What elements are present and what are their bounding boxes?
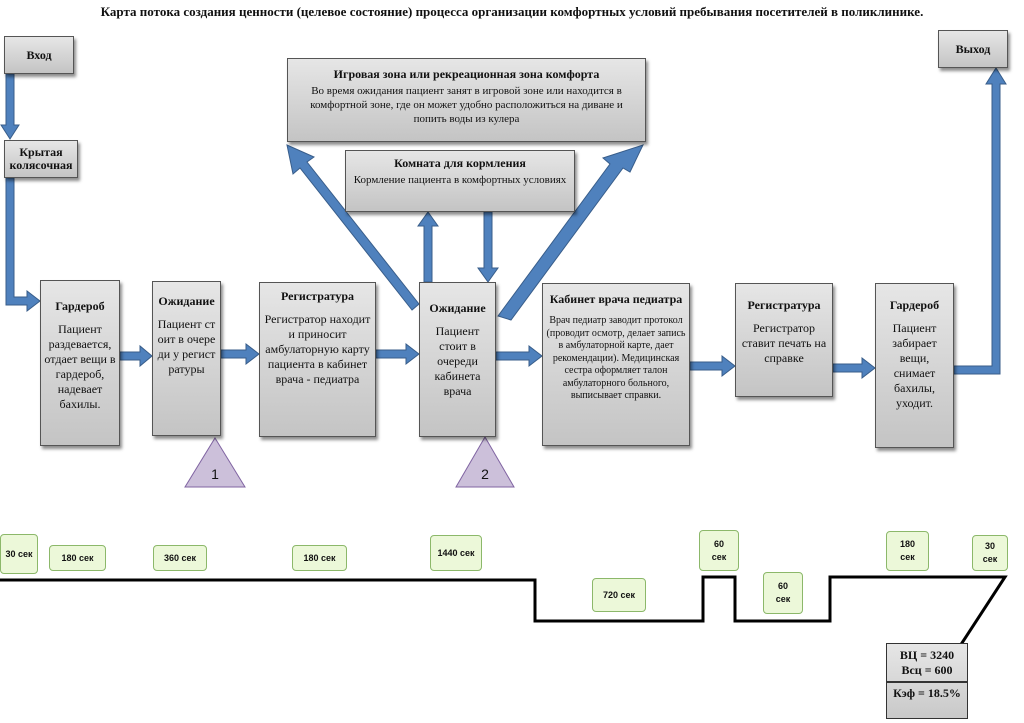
exit-box[interactable]: Выход xyxy=(938,30,1008,68)
step-3-text: Регистратор находит и приносит амбулатор… xyxy=(264,312,371,386)
kpi-box: ВЦ = 3240 Всц = 600 Кэф = 18.5% xyxy=(886,643,968,719)
inventory-triangle-2 xyxy=(455,436,515,488)
step-1-cloakroom[interactable]: Гардероб Пациент раздевается, отдает вещ… xyxy=(40,280,120,446)
step-1-title: Гардероб xyxy=(55,299,105,313)
step-3-title: Регистратура xyxy=(280,289,354,303)
kpi-vsc: Всц = 600 xyxy=(901,663,953,677)
arrow-to-exit xyxy=(953,67,1007,375)
arrow-diag-left-to-play-zone xyxy=(286,144,420,311)
step-7-cloakroom[interactable]: Гардероб Пациент забирает вещи, снимает … xyxy=(875,283,954,448)
step-6-title: Регистратура xyxy=(747,298,821,312)
flow-arrows xyxy=(0,67,1007,380)
arrow-step-2-3 xyxy=(220,342,260,366)
arrow-diag-right-to-play-zone xyxy=(497,144,644,321)
feeding-room-text: Кормление пациента в комфортных условиях xyxy=(353,174,567,186)
feeding-room-box[interactable]: Комната для кормления Кормление пациента… xyxy=(345,150,575,212)
timeline-line xyxy=(0,575,1008,647)
step-1-text: Пациент раздевается, отдает вещи в гарде… xyxy=(44,322,116,411)
time-label: 60 сек xyxy=(699,530,739,571)
arrow-step-3-4 xyxy=(375,342,420,366)
arrow-down-from-feeding-room xyxy=(477,211,499,283)
kpi-vc: ВЦ = 3240 xyxy=(899,648,955,662)
arrow-step-6-7 xyxy=(832,356,876,380)
time-label: 60 сек xyxy=(763,572,803,614)
step-4-title: Ожидание xyxy=(429,301,486,315)
step-3-registry[interactable]: Регистратура Регистратор находит и прино… xyxy=(259,282,376,437)
arrow-up-to-feeding-room xyxy=(417,211,439,283)
play-zone-text: Во время ожидания пациент занят в игрово… xyxy=(310,85,623,125)
step-7-title: Гардероб xyxy=(889,298,940,312)
time-label: 30 сек xyxy=(972,535,1008,571)
feeding-room-title: Комната для кормления xyxy=(394,156,526,170)
time-label: 1440 сек xyxy=(430,535,482,571)
step-5-pediatrician[interactable]: Кабинет врача педиатра Врач педиатр заво… xyxy=(542,283,690,446)
page-title: Карта потока создания ценности (целевое … xyxy=(100,4,924,19)
arrow-step-4-5 xyxy=(495,344,543,368)
time-label: 180 сек xyxy=(292,545,347,571)
exit-label: Выход xyxy=(955,41,991,56)
kpi-top: ВЦ = 3240 Всц = 600 xyxy=(887,644,967,683)
triangle-label-2: 2 xyxy=(481,466,489,482)
time-label: 360 сек xyxy=(153,545,207,571)
stroller-box[interactable]: Крытая колясочная xyxy=(4,140,78,178)
play-zone-box[interactable]: Игровая зона или рекреационная зона комф… xyxy=(287,58,646,142)
kpi-kef: Кэф = 18.5% xyxy=(893,686,961,700)
arrow-stroller-to-cloakroom xyxy=(5,177,41,313)
arrow-step-5-6 xyxy=(689,354,736,378)
step-6-registry[interactable]: Регистратура Регистратор ставит печать н… xyxy=(735,283,833,397)
time-label: 180 сек xyxy=(49,545,106,571)
step-4-waiting[interactable]: Ожидание Пациент стоит в очереди кабинет… xyxy=(419,282,496,437)
step-2-text: Пациент стоит в очереди у регистратуры xyxy=(157,317,216,376)
time-label: 180 сек xyxy=(886,531,929,571)
arrow-step-1-2 xyxy=(119,344,153,368)
entry-label: Вход xyxy=(26,47,52,62)
step-4-text: Пациент стоит в очереди кабинета врача xyxy=(434,324,481,398)
step-5-text: Врач педиатр заводит протокол (проводит … xyxy=(546,315,686,401)
play-zone-title: Игровая зона или рекреационная зона комф… xyxy=(333,67,600,81)
step-2-title: Ожидание xyxy=(158,294,215,308)
triangle-label-1: 1 xyxy=(211,466,219,482)
step-6-text: Регистратор ставит печать на справке xyxy=(741,321,827,365)
entry-box[interactable]: Вход xyxy=(4,36,74,74)
arrow-entry-down xyxy=(0,73,20,140)
time-label: 720 сек xyxy=(592,578,646,612)
inventory-triangles xyxy=(184,436,515,488)
step-5-title: Кабинет врача педиатра xyxy=(549,292,683,306)
time-label: 30 сек xyxy=(0,534,38,574)
stroller-label: Крытая колясочная xyxy=(9,144,73,172)
step-7-text: Пациент забирает вещи, снимает бахилы, у… xyxy=(892,321,937,410)
inventory-triangle-1 xyxy=(184,437,246,488)
step-2-waiting[interactable]: Ожидание Пациент стоит в очереди у регис… xyxy=(152,281,221,436)
